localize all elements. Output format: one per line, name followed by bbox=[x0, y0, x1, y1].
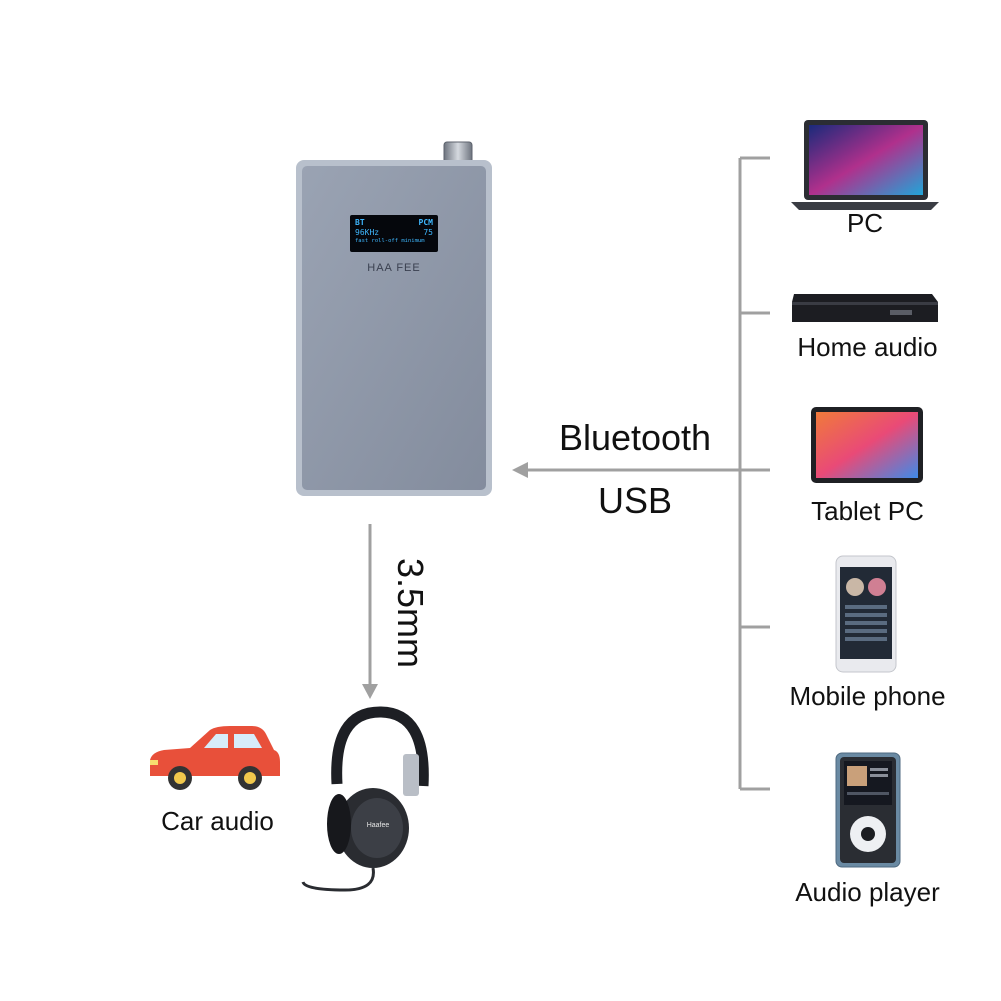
source-audio-player bbox=[835, 752, 901, 868]
source-phone bbox=[835, 555, 897, 675]
output-label-3-5mm: 3.5mm bbox=[389, 533, 431, 693]
source-home-audio bbox=[790, 290, 940, 330]
headphones-brand: Haafee bbox=[361, 822, 395, 829]
source-label-audio-player: Audio player bbox=[770, 877, 965, 908]
source-tablet bbox=[810, 406, 925, 486]
screen-filter: fast roll-off minimum bbox=[355, 238, 433, 245]
source-label-tablet: Tablet PC bbox=[785, 496, 950, 527]
connection-label-bluetooth: Bluetooth bbox=[535, 417, 735, 459]
output-headphones: Haafee bbox=[285, 706, 450, 906]
smartphone-icon bbox=[835, 555, 897, 675]
screen-volume: 75 bbox=[423, 228, 433, 238]
source-label-home-audio: Home audio bbox=[775, 332, 960, 363]
source-label-pc: PC bbox=[785, 208, 945, 239]
output-car bbox=[140, 718, 285, 800]
car-icon bbox=[140, 718, 285, 800]
dac-screen: BT PCM 96KHz 75 fast roll-off minimum bbox=[350, 215, 438, 252]
source-label-phone: Mobile phone bbox=[765, 681, 970, 712]
output-arrow-head bbox=[362, 684, 378, 699]
bluray-player-icon bbox=[790, 290, 940, 330]
input-arrow-head bbox=[512, 462, 528, 478]
screen-mode: BT bbox=[355, 218, 365, 228]
laptop-icon bbox=[785, 118, 945, 218]
headphones-icon bbox=[285, 706, 450, 906]
tablet-icon bbox=[810, 406, 925, 486]
connection-label-usb: USB bbox=[535, 480, 735, 522]
screen-rate: 96KHz bbox=[355, 228, 379, 238]
screen-format: PCM bbox=[419, 218, 433, 228]
dac-brand: HAA FEE bbox=[296, 262, 492, 274]
output-label-car: Car audio bbox=[135, 806, 300, 837]
source-pc bbox=[785, 118, 945, 218]
dac-device: BT PCM 96KHz 75 fast roll-off minimum HA… bbox=[296, 140, 492, 496]
audio-player-icon bbox=[835, 752, 901, 868]
